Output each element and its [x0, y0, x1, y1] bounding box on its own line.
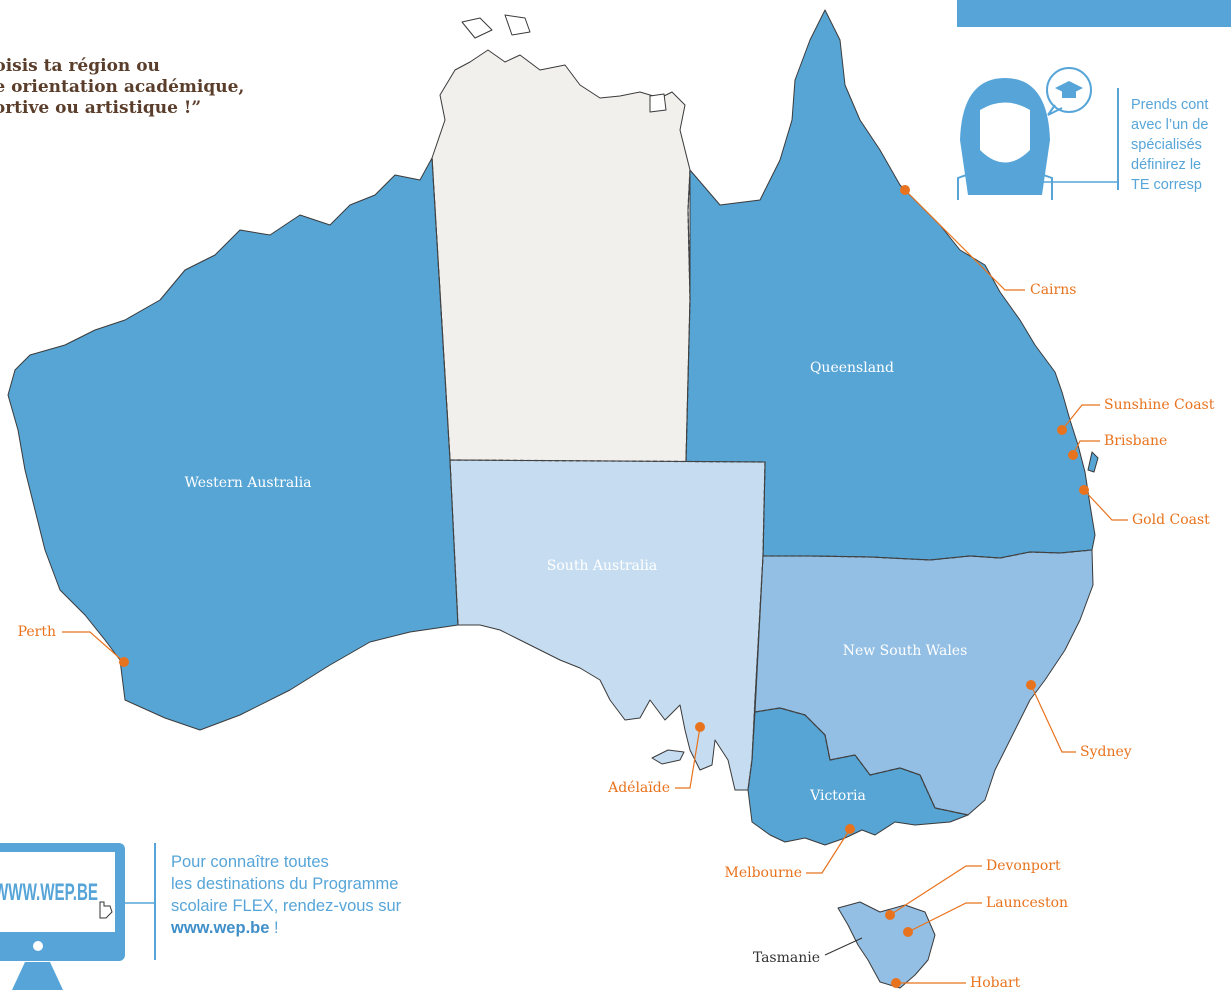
city-dot	[1057, 425, 1067, 435]
region-western-australia[interactable]	[7, 157, 459, 731]
city-label: Devonport	[986, 858, 1061, 874]
header-bar	[957, 0, 1231, 27]
city-label: Adélaïde	[607, 780, 670, 796]
web-divider	[154, 843, 156, 960]
city-melbourne[interactable]: Melbourne	[725, 824, 856, 881]
island-tiwi-1	[461, 17, 493, 39]
label-victoria: Victoria	[809, 788, 866, 804]
web-line-3: scolaire FLEX, rendez-vous sur	[171, 897, 402, 915]
city-dot	[1079, 485, 1089, 495]
city-hobart[interactable]: Hobart	[891, 975, 1021, 990]
city-sydney[interactable]: Sydney	[1026, 680, 1132, 760]
label-new-south-wales: New South Wales	[843, 643, 968, 659]
island-groote	[649, 93, 667, 113]
city-dot	[885, 910, 895, 920]
city-dot	[1068, 450, 1078, 460]
web-line-2: les destinations du Programme	[171, 875, 399, 893]
web-line-1: Pour connaître toutes	[171, 853, 329, 871]
contact-text: Prends cont avec l’un de spécialisés déf…	[1131, 97, 1209, 193]
city-devonport[interactable]: Devonport	[885, 858, 1061, 920]
region-northern-territory[interactable]	[431, 49, 691, 463]
city-cairns[interactable]: Cairns	[900, 185, 1076, 298]
monitor-screen-text: WWW.WEP.BE	[0, 879, 98, 906]
city-brisbane[interactable]: Brisbane	[1068, 433, 1167, 460]
city-label: Cairns	[1030, 282, 1076, 298]
city-label: Launceston	[986, 895, 1068, 911]
web-text: Pour connaître toutes les destinations du…	[171, 851, 491, 939]
city-dot	[695, 722, 705, 732]
web-link[interactable]: www.wep.be	[171, 919, 270, 937]
city-dot	[900, 185, 910, 195]
city-dot	[891, 978, 901, 988]
island-fraser	[1087, 451, 1099, 473]
city-dot	[1026, 680, 1036, 690]
city-gold-coast[interactable]: Gold Coast	[1079, 485, 1210, 528]
city-label: Sydney	[1080, 744, 1132, 760]
city-label: Sunshine Coast	[1104, 397, 1215, 413]
city-dot	[903, 927, 913, 937]
region-tasmania[interactable]	[837, 901, 936, 989]
label-western-australia: Western Australia	[184, 475, 311, 491]
web-suffix: !	[269, 919, 279, 937]
city-sunshine-coast[interactable]: Sunshine Coast	[1057, 397, 1215, 435]
contact-divider	[1117, 88, 1119, 190]
label-queensland: Queensland	[810, 360, 894, 376]
city-launceston[interactable]: Launceston	[903, 895, 1068, 937]
city-adelaide[interactable]: Adélaïde	[607, 722, 705, 796]
island-kangaroo	[651, 749, 685, 765]
region-south-australia[interactable]	[449, 459, 766, 791]
city-label: Melbourne	[725, 865, 803, 881]
label-tasmania: Tasmanie	[753, 950, 820, 966]
island-tiwi-2	[504, 14, 531, 36]
label-south-australia: South Australia	[547, 558, 657, 574]
city-dot	[845, 824, 855, 834]
city-label: Hobart	[970, 975, 1021, 990]
city-label: Gold Coast	[1132, 512, 1210, 528]
intro-quote: hoisis ta région ou ne orientation acadé…	[0, 56, 245, 118]
person-icon	[957, 78, 1053, 200]
graduation-cap-icon	[1046, 67, 1092, 116]
city-perth[interactable]: Perth	[18, 624, 129, 667]
monitor-icon	[0, 843, 125, 990]
city-label: Brisbane	[1104, 433, 1167, 449]
city-dot	[119, 657, 129, 667]
city-label: Perth	[18, 624, 56, 640]
cursor-hand-icon	[99, 901, 113, 919]
